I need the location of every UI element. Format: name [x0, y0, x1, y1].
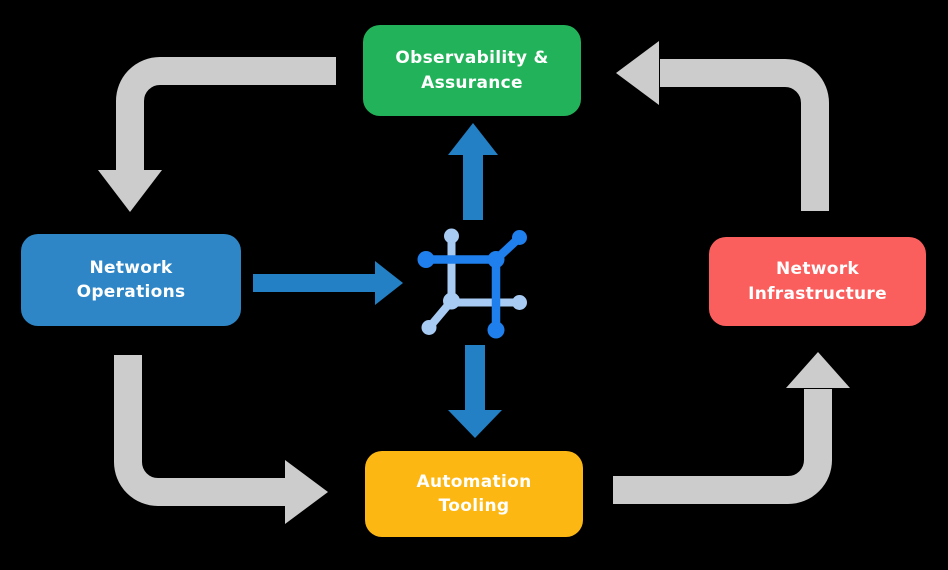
arrow-observability-to-operations — [98, 57, 336, 212]
node-label-line: Assurance — [421, 72, 523, 93]
node-label-line: Automation — [416, 471, 532, 492]
arrow-shaft — [116, 57, 336, 172]
icon-node-top — [444, 228, 459, 244]
arrow-icon-to-automation — [448, 345, 502, 438]
icon-node-bottom-left — [421, 320, 437, 335]
icon-corner-node-dark — [487, 251, 505, 268]
arrow-shaft — [114, 355, 287, 506]
node-network-infrastructure: Network Infrastructure — [709, 237, 926, 326]
arrow-head-right — [285, 460, 328, 524]
node-label-line: Infrastructure — [748, 283, 887, 304]
icon-node-right — [512, 295, 527, 310]
node-label-line: Network — [89, 257, 173, 278]
network-hub-icon — [417, 228, 527, 339]
icon-corner-node-light — [443, 292, 460, 310]
arrow-shaft — [613, 389, 832, 504]
arrow-operations-to-automation — [114, 355, 328, 524]
icon-node-bottom — [487, 321, 505, 339]
arrow-head-left — [616, 41, 659, 105]
node-label-line: Operations — [76, 282, 186, 302]
arrow-shaft — [660, 59, 829, 211]
node-label-line: Network — [775, 259, 860, 280]
arrow-operations-to-icon — [253, 261, 403, 305]
arrow-automation-to-infrastructure — [613, 352, 850, 504]
node-observability-assurance: Observability & Assurance — [363, 25, 581, 116]
node-label-line: Observability & — [395, 48, 549, 69]
arrow-icon-to-observability — [448, 123, 498, 220]
icon-node-left — [417, 251, 435, 268]
arrow-head-down — [448, 410, 502, 438]
arrow-head-up — [448, 123, 498, 155]
icon-node-top-right — [512, 230, 527, 245]
arrow-head-right — [375, 261, 403, 305]
node-automation-tooling: Automation Tooling — [365, 451, 583, 537]
node-network-operations: Network Operations — [21, 234, 241, 326]
arrow-head-down — [98, 170, 162, 212]
arrow-infrastructure-to-observability — [616, 41, 829, 211]
node-label-line: Tooling — [438, 496, 510, 516]
arrow-head-up — [786, 352, 850, 388]
